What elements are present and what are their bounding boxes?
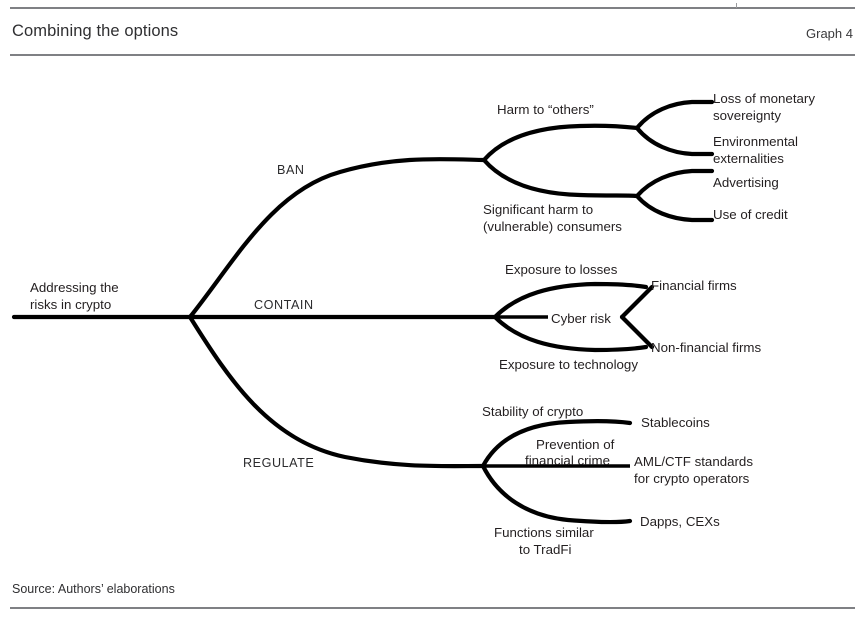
header-bottom-rule — [10, 54, 855, 56]
branch-regulate-curve — [187, 314, 486, 469]
graph-number-label: Graph 4 — [806, 26, 853, 41]
branch-stability-of-crypto — [480, 419, 633, 469]
leaf-label-advertising: Advertising — [713, 175, 779, 190]
leaf-label-financial-firms: Financial firms — [651, 278, 737, 293]
node-label-significant-harm-line1: Significant harm to — [483, 202, 593, 217]
branch-use-of-credit — [634, 193, 715, 223]
leaf-label-amlctf-line2: for crypto operators — [634, 471, 750, 486]
header-top-rule — [10, 7, 855, 9]
node-label-cyber-risk: Cyber risk — [551, 311, 611, 326]
branch-financial-firms — [619, 284, 655, 320]
leaf-label-use-of-credit: Use of credit — [713, 207, 788, 222]
root-label-line2: risks in crypto — [30, 297, 111, 312]
node-label-functions-similar-line1: Functions similar — [494, 525, 594, 540]
leaf-label-non-financial-firms: Non-financial firms — [651, 340, 761, 355]
branch-label-contain: CONTAIN — [254, 298, 314, 312]
leaf-label-environmental-externalities-line2: externalities — [713, 151, 784, 166]
tree-diagram: Addressing the risks in crypto BAN CONTA… — [0, 56, 865, 576]
branch-environmental-externalities — [634, 125, 715, 157]
source-note: Source: Authors’ elaborations — [12, 582, 175, 596]
node-label-prevention-line2: financial crime — [525, 453, 610, 468]
branch-loss-of-monetary-sovereignty — [634, 99, 715, 131]
leaf-label-loss-of-monetary-sovereignty-line1: Loss of monetary — [713, 91, 815, 106]
branch-label-ban: BAN — [277, 163, 305, 177]
branch-exposure-to-technology — [492, 314, 649, 353]
branch-non-financial-firms — [619, 314, 655, 350]
node-label-prevention-line1: Prevention of — [536, 437, 615, 452]
branch-significant-harm — [481, 157, 640, 199]
node-label-harm-to-others: Harm to “others” — [497, 102, 594, 117]
branch-exposure-to-losses — [492, 281, 649, 320]
leaf-label-loss-of-monetary-sovereignty-line2: sovereignty — [713, 108, 781, 123]
node-label-significant-harm-line2: (vulnerable) consumers — [483, 219, 622, 234]
branch-functions-similar-to-tradfi — [480, 463, 633, 525]
node-label-functions-similar-line2: to TradFi — [519, 542, 572, 557]
node-label-stability-of-crypto: Stability of crypto — [482, 404, 583, 419]
branch-advertising — [634, 168, 715, 199]
root-label-line1: Addressing the — [30, 280, 119, 295]
page-title: Combining the options — [12, 22, 179, 40]
footer-rule — [10, 607, 855, 609]
leaf-label-environmental-externalities-line1: Environmental — [713, 134, 798, 149]
leaf-label-dapps-cexs: Dapps, CEXs — [640, 514, 720, 529]
node-label-exposure-to-technology: Exposure to technology — [499, 357, 638, 372]
branch-label-regulate: REGULATE — [243, 456, 314, 470]
branch-harm-to-others — [481, 123, 640, 163]
leaf-label-amlctf-line1: AML/CTF standards — [634, 454, 753, 469]
branch-ban-curve — [187, 157, 487, 320]
header-rule-tick — [736, 3, 737, 8]
leaf-label-stablecoins: Stablecoins — [641, 415, 710, 430]
node-label-exposure-to-losses: Exposure to losses — [505, 262, 618, 277]
